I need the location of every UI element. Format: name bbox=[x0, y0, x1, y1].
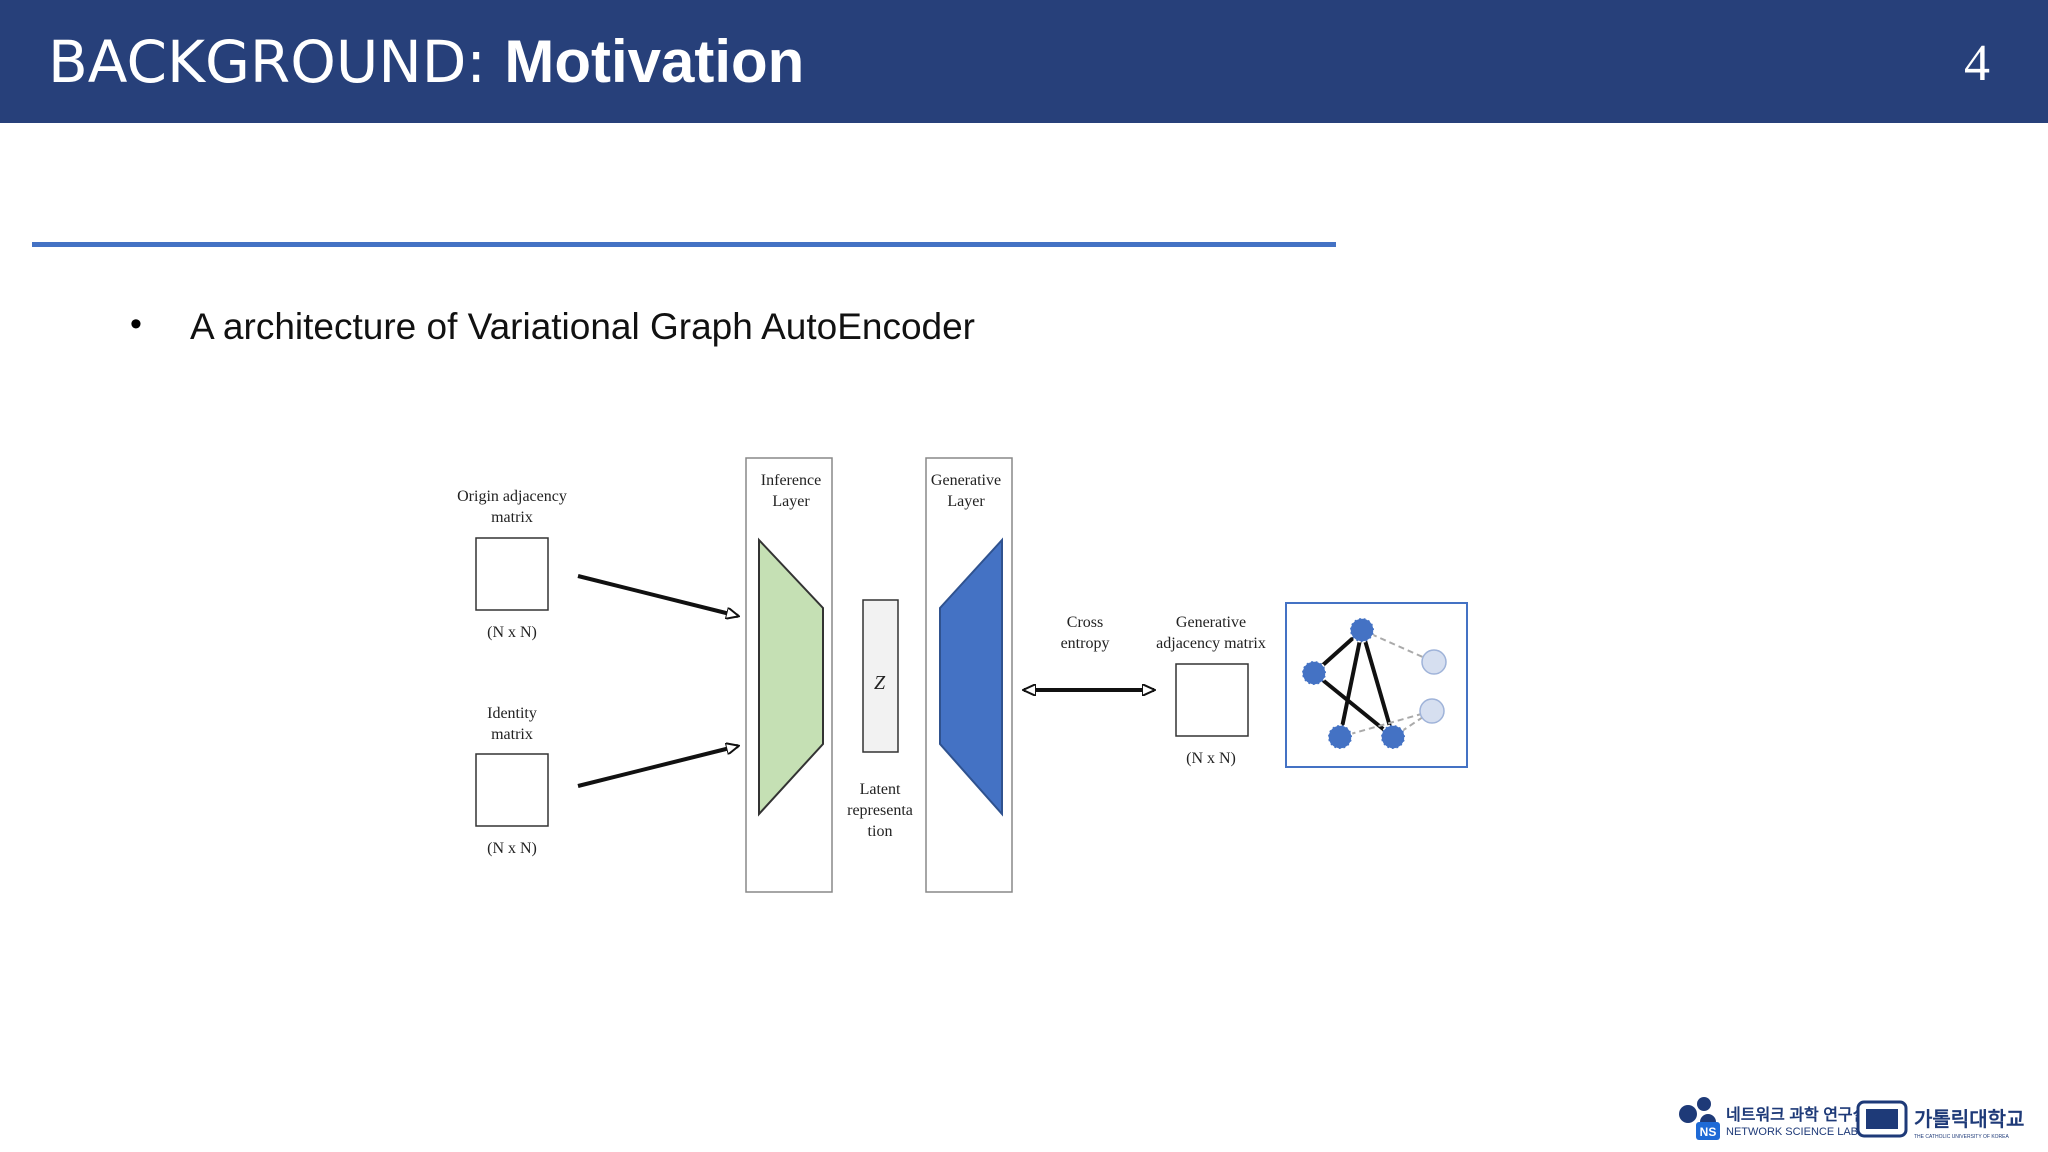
graph-node bbox=[1380, 724, 1406, 750]
gen-matrix-label-1: Generative bbox=[1176, 614, 1246, 631]
network-science-lab-logo: NS 네트워크 과학 연구실 NETWORK SCIENCE LAB bbox=[1679, 1097, 1867, 1140]
lab-logo-node-icon bbox=[1697, 1097, 1711, 1111]
lab-badge-icon bbox=[1696, 1122, 1720, 1140]
origin-matrix-dim: (N x N) bbox=[487, 624, 537, 641]
graph-faded-node bbox=[1421, 649, 1447, 675]
graph-dashed-edge bbox=[1339, 710, 1433, 738]
identity-input-arrow bbox=[577, 746, 738, 788]
graph-nodes bbox=[1301, 617, 1447, 750]
title-bar: BACKGROUND: Motivation 4 bbox=[0, 0, 2048, 123]
generative-layer-label-1: Generative bbox=[931, 472, 1001, 489]
university-name-en: THE CATHOLIC UNIVERSITY OF KOREA bbox=[1914, 1134, 2009, 1140]
graph-edge bbox=[1338, 629, 1364, 738]
slide-title: BACKGROUND: Motivation bbox=[48, 26, 804, 98]
origin-matrix-label-1: Origin adjacency bbox=[457, 488, 567, 505]
gen-matrix-label-2: adjacency matrix bbox=[1156, 635, 1266, 652]
cross-entropy-label-2: entropy bbox=[1061, 635, 1110, 652]
latent-z-symbol: Z bbox=[874, 672, 886, 694]
lab-badge-text: NS bbox=[1700, 1125, 1717, 1139]
cross-entropy-label-1: Cross bbox=[1067, 614, 1103, 631]
title-emphasis: Motivation bbox=[504, 28, 805, 95]
origin-input-arrow bbox=[577, 574, 738, 616]
latent-z-box bbox=[862, 599, 899, 753]
identity-matrix-dim: (N x N) bbox=[487, 840, 537, 857]
generative-layer-label-2: Layer bbox=[947, 493, 985, 510]
latent-label-2: representa bbox=[847, 802, 913, 819]
lab-logo-node-icon bbox=[1679, 1105, 1697, 1123]
bullet-marker: • bbox=[130, 305, 142, 343]
identity-matrix-label-2: matrix bbox=[491, 726, 533, 743]
graph-dashed-edge bbox=[1392, 710, 1433, 738]
origin-matrix-label-2: matrix bbox=[491, 509, 533, 526]
gen-matrix-box bbox=[1175, 663, 1249, 737]
catholic-university-logo: 가톨릭대학교 THE CATHOLIC UNIVERSITY OF KOREA bbox=[1856, 1100, 2024, 1140]
title-prefix: BACKGROUND: bbox=[48, 28, 505, 96]
lab-name-en: NETWORK SCIENCE LAB bbox=[1726, 1126, 1858, 1138]
page-number: 4 bbox=[1964, 35, 1990, 92]
title-divider bbox=[32, 242, 1336, 247]
generative-decoder-shape bbox=[939, 537, 1003, 817]
graph-node bbox=[1301, 660, 1327, 686]
graph-node bbox=[1349, 617, 1375, 643]
graph-edge bbox=[1360, 629, 1395, 738]
bullet-text: A architecture of Variational Graph Auto… bbox=[190, 306, 976, 347]
graph-node bbox=[1327, 724, 1353, 750]
identity-matrix-label-1: Identity bbox=[487, 705, 537, 722]
origin-matrix-box bbox=[475, 537, 549, 611]
university-emblem-inner-icon bbox=[1866, 1109, 1898, 1129]
latent-label-1: Latent bbox=[860, 781, 901, 798]
latent-label-3: tion bbox=[868, 823, 893, 840]
identity-matrix-box bbox=[475, 753, 549, 827]
inference-layer-label-1: Inference bbox=[761, 472, 821, 489]
gen-matrix-dim: (N x N) bbox=[1186, 750, 1236, 767]
graph-faded-node bbox=[1419, 698, 1445, 724]
graph-dashed-edge bbox=[1361, 629, 1435, 663]
inference-encoder-shape bbox=[758, 537, 824, 817]
inference-layer-label-2: Layer bbox=[772, 493, 810, 510]
lab-name-kr: 네트워크 과학 연구실 bbox=[1726, 1106, 1867, 1124]
footer-logos: NS 네트워크 과학 연구실 NETWORK SCIENCE LAB 가톨릭대학… bbox=[1679, 1097, 2024, 1140]
university-name-kr: 가톨릭대학교 bbox=[1914, 1108, 2024, 1131]
